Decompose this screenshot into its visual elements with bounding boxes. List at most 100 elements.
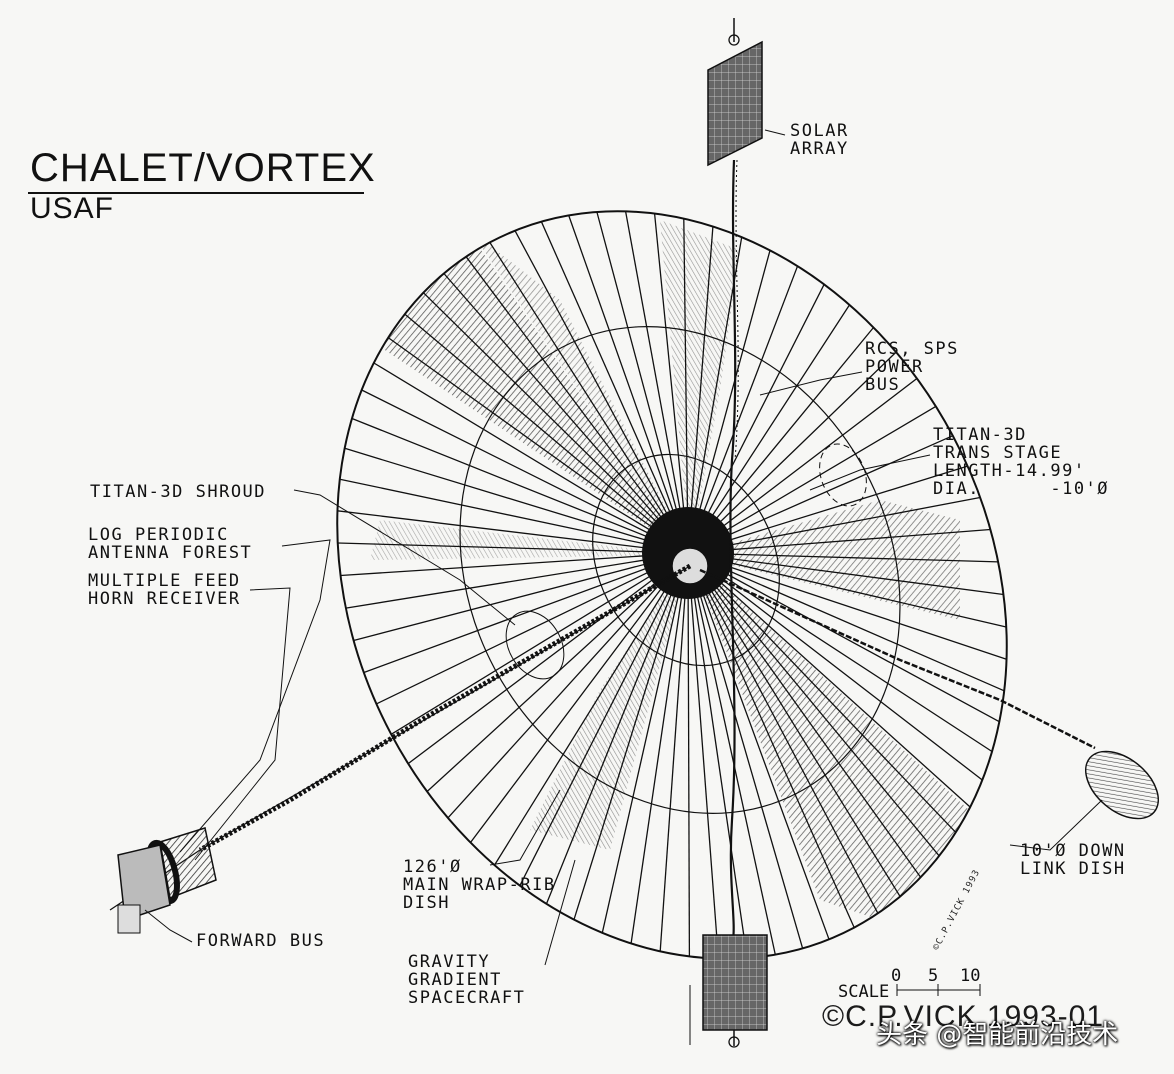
dish-rib <box>687 552 1007 660</box>
solar-array-bottom <box>702 934 768 1031</box>
dish-rib <box>687 552 855 928</box>
dish-rib <box>687 377 918 554</box>
label-trans-stage: TITAN-3D TRANS STAGE LENGTH-14.99' DIA. … <box>933 426 1109 498</box>
label-forward-bus: FORWARD BUS <box>196 931 326 951</box>
dish-rib <box>573 552 689 920</box>
label-downlink-dish: 10'Ø DOWN LINK DISH <box>1020 842 1126 878</box>
dish-rib <box>443 273 689 554</box>
label-main-dish: 126'Ø MAIN WRAP-RIB DISH <box>403 858 556 912</box>
dish-rib <box>568 215 689 554</box>
forward-bus-assembly <box>117 827 217 934</box>
dish-rib <box>345 552 689 609</box>
dish-rib <box>687 552 720 959</box>
dish-rib <box>687 327 875 554</box>
dish-rib <box>687 552 776 955</box>
dish-rib <box>687 552 1007 628</box>
label-line: ANTENNA FOREST <box>88 543 253 563</box>
dish-rib <box>351 417 689 554</box>
dish-rib <box>404 313 689 554</box>
dish-rib <box>489 242 689 554</box>
dish-rib <box>687 284 825 554</box>
dish-rib <box>340 552 689 577</box>
dish-rib <box>687 552 983 781</box>
label-line: GRADIENT <box>408 970 502 990</box>
diagram-subtitle: USAF <box>30 192 115 225</box>
label-line: LENGTH-14.99' <box>933 461 1086 481</box>
label-line: HORN RECEIVER <box>88 589 241 609</box>
dish-rib <box>387 337 689 554</box>
scale-tick-0: 0 <box>891 966 902 986</box>
label-line: MAIN WRAP-RIB <box>403 875 556 895</box>
dish-rib <box>337 510 689 554</box>
downlink-boom <box>699 568 1096 750</box>
scale-tick-5: 5 <box>928 966 939 986</box>
dish-rib <box>687 552 879 914</box>
leader-lines <box>144 129 1103 996</box>
diagram-title: CHALET/VORTEX <box>30 146 376 190</box>
gravity-gradient-boom <box>689 18 740 1048</box>
label-line: POWER <box>865 357 924 377</box>
label-line: SPACECRAFT <box>408 988 526 1008</box>
label-line: MULTIPLE FEED <box>88 571 241 591</box>
dish-rib <box>337 542 689 554</box>
dish-rib <box>687 465 968 554</box>
label-line: TRANS STAGE <box>933 443 1063 463</box>
dish-rib <box>545 552 689 905</box>
label-line: BUS <box>865 375 901 395</box>
dish-rib <box>540 221 689 554</box>
dish-rib <box>687 226 714 554</box>
label-gravity-gradient: GRAVITY GRADIENT SPACECRAFT <box>408 953 525 1007</box>
label-line: GRAVITY <box>408 952 491 972</box>
label-feed-horn: MULTIPLE FEED HORN RECEIVER <box>88 572 241 608</box>
dish-rib <box>687 351 897 554</box>
label-line: 10'Ø DOWN <box>1020 841 1126 861</box>
dish-rib <box>353 552 689 642</box>
title-underline <box>28 192 364 194</box>
dish-rib <box>687 435 954 554</box>
dish-rib <box>447 552 689 819</box>
dish-rib <box>687 552 999 563</box>
dish-rib <box>687 552 804 949</box>
dish-rib <box>601 552 689 933</box>
dish-rib <box>687 552 1000 723</box>
dish-rib <box>469 552 689 843</box>
dish-rib <box>653 213 689 554</box>
dish-rib <box>687 552 691 957</box>
solar-array-top <box>707 40 763 167</box>
label-titan-3d-shroud: TITAN-3D SHROUD <box>90 482 267 502</box>
dish-rib <box>339 478 689 554</box>
scale-label: SCALE <box>838 982 890 1002</box>
dish-rib <box>514 230 689 554</box>
label-line: DIA. -10'Ø <box>933 479 1110 499</box>
copyright-notice: ©C.P.VICK 1993-01 <box>822 1000 1105 1033</box>
dish-rib <box>373 362 689 554</box>
downlink-dish <box>1084 750 1160 820</box>
label-line: DISH <box>403 893 450 913</box>
dish-rib <box>376 552 689 705</box>
dish-rib <box>624 211 689 554</box>
dish-rib <box>687 304 851 554</box>
dish-rib <box>687 405 937 554</box>
dish-rib <box>659 552 689 952</box>
dish-rib <box>493 552 689 866</box>
dish-rib <box>363 552 689 674</box>
dish-rib <box>683 218 689 554</box>
dish-rib <box>465 256 689 554</box>
label-log-periodic: LOG PERIODIC ANTENNA FOREST <box>88 526 252 562</box>
dish-rib <box>596 211 689 554</box>
label-power-bus: RCS, SPS POWER BUS <box>865 340 959 394</box>
dish-rib <box>687 528 991 554</box>
dish-rib <box>687 552 922 878</box>
label-line: LOG PERIODIC <box>88 525 229 545</box>
label-line: ARRAY <box>790 139 849 159</box>
dish-rib <box>687 552 1005 692</box>
dish-rib <box>687 552 1004 596</box>
dish-rib <box>687 237 743 554</box>
dish-rib <box>630 552 689 944</box>
dish-rib <box>687 552 748 959</box>
dish-rib <box>422 292 689 554</box>
dish-rib <box>407 552 689 765</box>
dish-rib <box>687 265 799 554</box>
dish-rib <box>390 552 689 735</box>
